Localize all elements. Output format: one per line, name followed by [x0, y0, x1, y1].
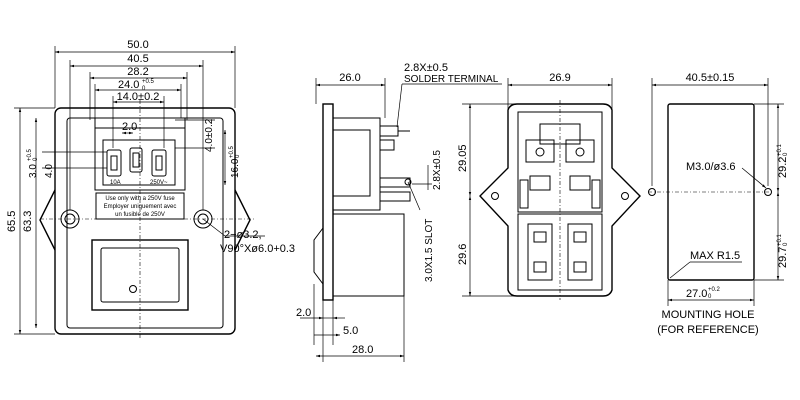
front-view: 10A 250V~ Use only with a 250V fuse Empl…	[6, 39, 295, 340]
dim-bottom-5: 5.0	[343, 325, 358, 337]
inlet-pin-right	[151, 149, 167, 177]
mh-caption-2: (FOR REFERENCE)	[657, 324, 758, 336]
mh-lower-h: 29.7	[777, 247, 789, 268]
mh-upper-h-tol: +0.1	[777, 143, 783, 156]
inlet-pin-left	[106, 149, 122, 177]
mh-lower-h-tol: +0.1	[777, 233, 783, 246]
rear-terminal-upper	[525, 123, 595, 163]
mh-width: 40.5±0.15	[686, 72, 735, 84]
dim-14: 14.0±0.2	[117, 91, 160, 103]
side-terminal-lower	[379, 177, 412, 202]
dim-4-right: 4.0±0.2	[204, 118, 215, 152]
dim-28-2: 28.2	[127, 66, 148, 78]
dim-65-5: 65.5	[6, 211, 18, 232]
side-view: 26.0 2.8X±0.5 SOLDER TERMINAL 2.8X±0.5 3…	[296, 62, 502, 362]
mh-bottom-tol: +0.2	[708, 287, 721, 293]
mh-bottom: 27.0	[686, 288, 707, 300]
dim-3: 3.0	[28, 164, 39, 178]
mh-screw: M3.0/ø3.6	[686, 161, 736, 173]
mh-lower-h-tol-low: 0	[783, 242, 789, 246]
fuse-label-10a: 10A	[110, 180, 121, 186]
rear-switch-terminals	[527, 223, 593, 281]
rear-terminal-middle	[519, 175, 601, 209]
mh-bottom-tol-low: 0	[708, 294, 712, 300]
holes-callout: 2−ø3.2,	[224, 229, 262, 241]
dim-24-tol: +0.5	[142, 79, 155, 85]
dim-3-tol: +0.5	[27, 148, 33, 161]
dim-16-tol: +0.5	[229, 145, 235, 158]
terminal-dim: 2.8X±0.5	[404, 62, 448, 74]
dim-16: 16.0	[230, 158, 241, 178]
dim-bottom-28: 28.0	[352, 344, 373, 356]
vert-2-8: 2.8X±0.5	[432, 150, 443, 190]
dim-26: 26.0	[339, 72, 360, 84]
mh-radius: MAX R1.5	[690, 250, 740, 262]
dim-2: 2.0	[122, 121, 137, 133]
side-terminal-upper	[379, 125, 410, 151]
mh-upper-h: 29.2	[777, 157, 789, 178]
holes-countersink: V90°Xø6.0+0.3	[220, 243, 295, 255]
warning-line-1: Use only with a 250V fuse	[105, 196, 175, 202]
terminal-label: SOLDER TERMINAL	[404, 74, 499, 85]
warning-line-2: Employer uniquement avec	[104, 204, 177, 210]
mounting-hole-view: 40.5±0.15 M3.0/ø3.6 29.2 +0.1 0 29.7 +0.…	[648, 72, 789, 336]
fuse-label-250v: 250V~	[150, 180, 168, 186]
dim-24-tol-low: 0	[142, 86, 146, 92]
dim-4: 4.0	[44, 164, 55, 178]
dim-29-05: 29.05	[457, 144, 469, 172]
inlet-pin-center	[129, 147, 143, 173]
dim-63-3: 63.3	[22, 211, 34, 232]
dim-bottom-2: 2.0	[296, 307, 311, 319]
dim-26-9: 26.9	[549, 72, 570, 84]
dim-24: 24.0	[118, 79, 139, 91]
dim-40-5: 40.5	[127, 53, 148, 65]
rear-view: 26.9 29.05 29.6	[457, 72, 641, 300]
dim-29-6: 29.6	[457, 244, 469, 265]
slot-label: 3.0X1.5 SLOT	[424, 219, 435, 282]
mh-caption-1: MOUNTING HOLE	[662, 309, 755, 321]
dim-50: 50.0	[127, 39, 148, 51]
mh-upper-h-tol-low: 0	[783, 152, 789, 156]
dim-16-tol-low: 0	[235, 154, 241, 158]
